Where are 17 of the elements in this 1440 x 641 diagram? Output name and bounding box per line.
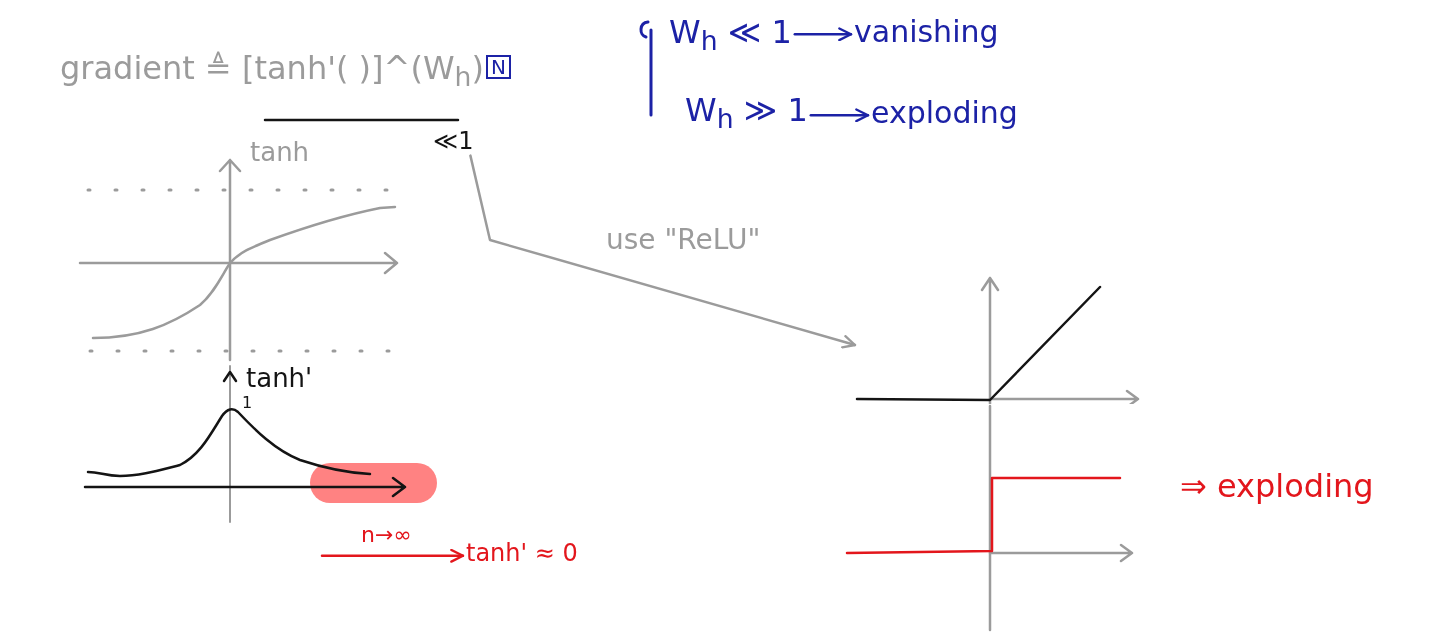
conclusion-text: ⇒ exploding bbox=[1180, 468, 1374, 505]
exponent-label: N bbox=[485, 55, 511, 79]
formula-text: gradient ≜ [tanh'( )]^(W$_{h}$) bbox=[60, 50, 484, 94]
axis-label: tanh bbox=[250, 138, 310, 168]
arrow bbox=[320, 548, 465, 563]
arrow bbox=[809, 108, 870, 123]
annotation-text: ≪1 bbox=[430, 128, 477, 156]
condition-text: W$_{h}$ ≫ 1 bbox=[682, 92, 811, 136]
arrow bbox=[793, 27, 853, 42]
outcome-text: exploding bbox=[868, 96, 1021, 131]
tick-label: 1 bbox=[242, 394, 253, 413]
arrow bbox=[469, 154, 857, 349]
outcome-text: vanishing bbox=[851, 15, 1002, 50]
axis-label: tanh' bbox=[246, 364, 313, 394]
condition-text: W$_{h}$ ≪ 1 bbox=[666, 14, 795, 58]
result-text: tanh' ≈ 0 bbox=[463, 540, 581, 568]
relu-plot bbox=[855, 276, 1141, 404]
